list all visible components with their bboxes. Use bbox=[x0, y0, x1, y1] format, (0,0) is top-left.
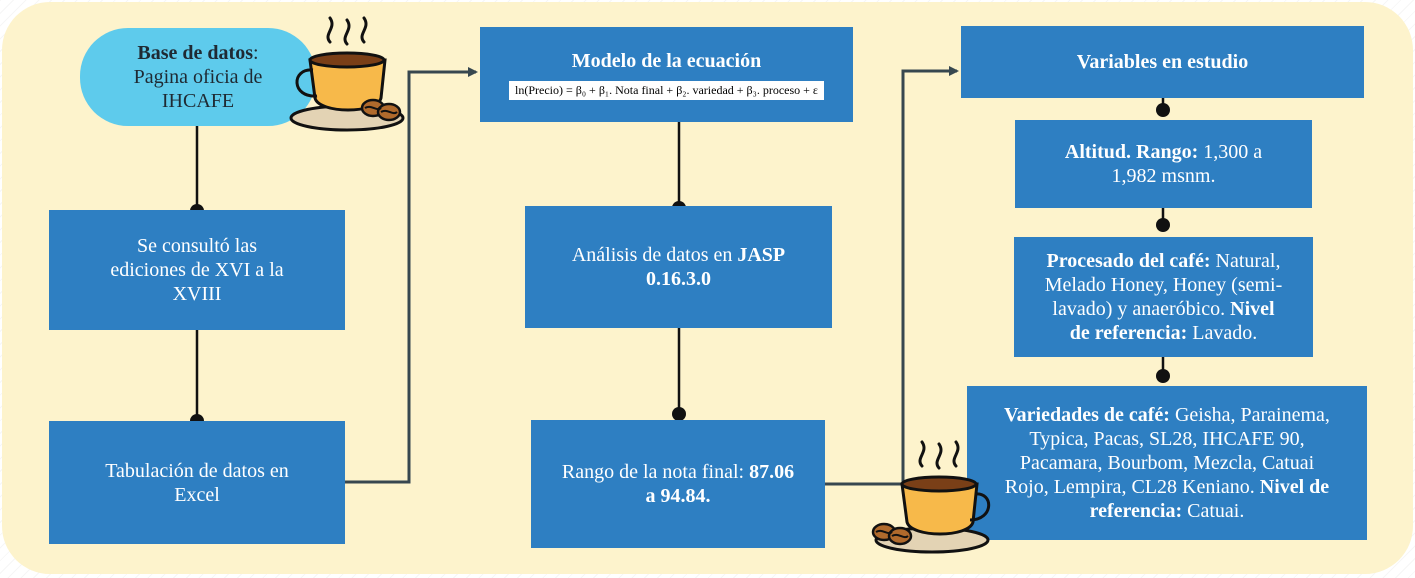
consult-editions-node: Se consultó las ediciones de XVI a la XV… bbox=[49, 210, 345, 330]
connector-dot bbox=[672, 407, 686, 421]
tabulation-node: Tabulación de datos en Excel bbox=[49, 421, 345, 544]
varieties-node: Variedades de café: Geisha, Parainema, T… bbox=[967, 386, 1367, 540]
coffee-cup-icon bbox=[871, 440, 991, 554]
altitude-node: Altitud. Rango: 1,300 a 1,982 msnm. bbox=[1015, 120, 1312, 208]
database-node: Base de datos: Pagina oficia de IHCAFE bbox=[80, 28, 316, 126]
connector-arrow bbox=[345, 67, 478, 484]
connector-arrow bbox=[825, 66, 959, 486]
variables-title-node: Variables en estudio bbox=[961, 26, 1364, 98]
equation-formula: ln(Precio) = β₀ + β₁. Nota final + β₂. v… bbox=[509, 81, 824, 100]
analysis-node: Análisis de datos en JASP 0.16.3.0 bbox=[525, 206, 832, 328]
connector-dot bbox=[1156, 218, 1170, 232]
connector-dot bbox=[1156, 103, 1170, 117]
processing-node: Procesado del café: Natural, Melado Hone… bbox=[1014, 237, 1313, 357]
equation-model-node: Modelo de la ecuación ln(Precio) = β₀ + … bbox=[480, 27, 853, 122]
coffee-cup-icon bbox=[289, 16, 405, 132]
score-range-node: Rango de la nota final: 87.06 a 94.84. bbox=[531, 420, 825, 548]
connector-dot bbox=[1156, 369, 1170, 383]
